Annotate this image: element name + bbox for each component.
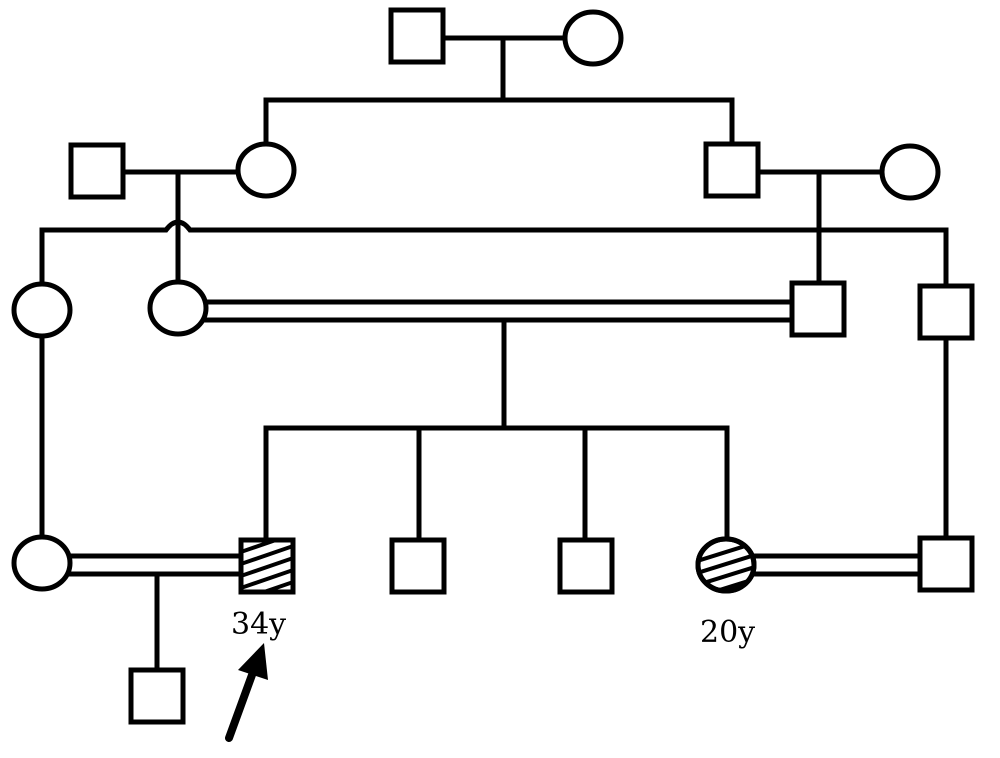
generation-3 — [11, 279, 975, 543]
proband-son — [128, 667, 186, 725]
generation-2 — [39, 141, 949, 289]
grandfather — [388, 7, 446, 65]
proband-age-label: 34y — [231, 607, 286, 642]
sister-husband — [917, 535, 975, 593]
cousin-male — [917, 283, 975, 341]
grandmother — [562, 9, 624, 67]
gen2-daughter — [235, 141, 297, 199]
brother-2 — [557, 537, 615, 595]
proband-wife — [11, 534, 73, 592]
generation-5 — [128, 571, 186, 725]
generation-4: 34y 20y — [11, 534, 975, 650]
mother — [147, 279, 209, 337]
gen2-right-wife — [879, 143, 941, 201]
gen2-left-husband — [68, 142, 126, 200]
father — [789, 280, 847, 338]
sister-affected-female — [695, 536, 757, 594]
proband-arrow — [225, 643, 268, 742]
generation-1 — [263, 7, 735, 147]
cousin-female — [11, 281, 73, 339]
gen2-son — [703, 141, 761, 199]
proband-affected-male — [238, 537, 296, 595]
brother-1 — [389, 537, 447, 595]
sister-age-label: 20y — [700, 615, 755, 650]
